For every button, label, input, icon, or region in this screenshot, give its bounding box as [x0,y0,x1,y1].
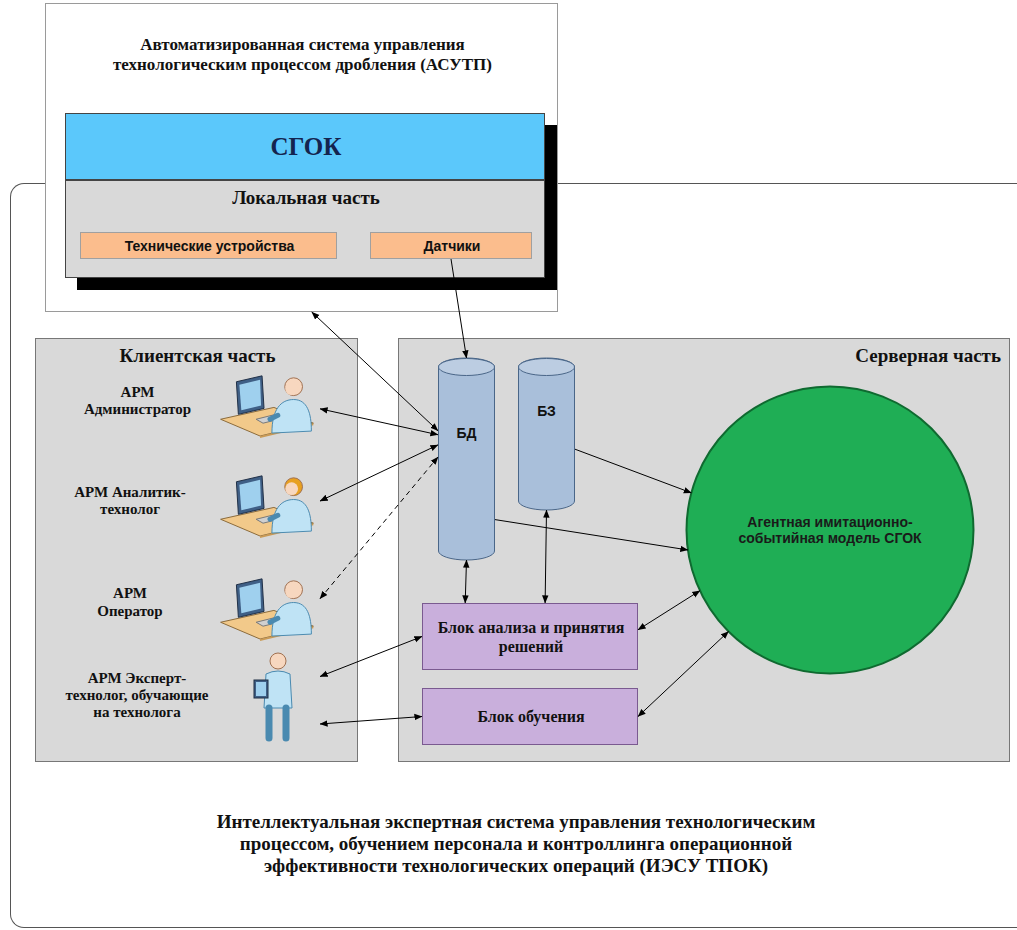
text-frame: Автоматизированная система управления те… [106,10,499,100]
person-legs [269,708,286,738]
text-frame: Агентная имитационно-событийная модель С… [730,480,930,580]
standing-person-icon [250,650,308,742]
text-frame: БД [438,418,495,448]
connector-arrow [575,449,691,493]
local-part-label: Локальная часть [232,187,380,209]
text-frame: АРМ Аналитик-технолог [55,462,205,540]
process-label: Блок анализа и принятия решений [433,619,629,656]
connector-arrow [495,520,688,550]
person-face [285,585,298,598]
text-frame: АРМ Эксперт-технолог, обучающие на техно… [57,648,217,743]
system-label: СГОК [271,133,342,162]
monitor-screen [239,480,261,511]
monitor-screen [239,583,261,614]
device-box: Технические устройства [80,232,337,259]
monitor [236,376,264,414]
connector-arrow [638,631,729,716]
monitor-screen [239,380,261,411]
database-label: БД [456,425,476,441]
process-label: Блок обучения [477,708,584,726]
workstation-node: АРМ Администратор [45,362,320,440]
person-head [285,478,303,496]
connector-arrow [320,409,438,435]
client-part-panel: АРМ АдминистраторАРМ Аналитик-технологАР… [35,338,358,762]
workstation-icon [215,364,317,438]
model-disc [687,387,974,674]
text-frame: СГОК [66,114,546,181]
person-face [285,382,298,395]
tablet [254,680,268,698]
cylinder-top [439,359,495,376]
workstation-icon [215,567,317,641]
sensor-label: Датчики [424,238,481,254]
local-part-panel: Технические устройства Датчики Локальная ч… [65,180,545,278]
text-frame: Локальная часть [66,183,546,213]
text-frame: Интеллектуальная экспертная система упра… [181,784,851,904]
system-band: СГОК [65,113,545,180]
connector-arrow [312,312,438,431]
workstation-node: АРМ Аналитик-технолог [45,462,320,540]
workstation-label: АРМ Оператор [94,585,166,620]
cylinder-body [439,358,495,560]
knowledge-base-label: БЗ [537,403,556,419]
person-arm [270,618,278,622]
cylinder-top [519,359,575,376]
person-head [285,581,303,599]
text-frame: Серверная часть [699,341,1005,371]
text-frame: АРМ Администратор [75,362,200,440]
connector-arrow [545,510,546,603]
server-part-label: Серверная часть [855,345,1001,367]
system-box: СГОК Технические устройства Датчики Локальн… [45,3,558,312]
server-part-panel: БД БЗ Агентная имитационно-событийная моде… [398,338,1010,762]
knowledge-base-cylinder: БЗ [518,358,575,510]
cylinder-body [519,358,575,510]
cylinder-outline [438,358,495,560]
workstation-node: АРМ Эксперт-технолог, обучающие на техно… [45,648,320,743]
connector-arrow [320,457,438,599]
text-frame: Блок анализа и принятия решений [429,604,633,671]
workstation-label: АРМ Эксперт-технолог, обучающие на техно… [61,670,213,722]
expert-system-label: Интеллектуальная экспертная система упра… [185,811,847,877]
person-arm [270,515,278,519]
connector-arrow [638,591,700,630]
person-face [285,482,298,495]
workstation-label: АРМ Администратор [79,384,196,419]
text-frame: Клиентская часть [36,341,359,371]
text-frame: Блок обучения [423,689,639,746]
person-head [270,653,286,669]
workstation-icon [215,464,317,538]
device-label: Технические устройства [125,238,295,254]
system-label: Автоматизированная система управления те… [110,35,495,74]
person-arm [270,415,278,419]
connector-arrow [465,560,466,603]
connector-arrow [320,717,422,725]
person-head [285,378,303,396]
connector-arrow [320,445,438,501]
process-box: Блок анализа и принятия решений [422,603,638,670]
monitor [236,579,264,617]
text-frame: АРМ Оператор [90,565,170,640]
text-frame: Технические устройства [81,233,338,260]
workstation-node: АРМ Оператор [45,565,320,640]
process-box: Блок обучения [422,688,638,745]
model-label: Агентная имитационно-событийная модель С… [734,514,926,546]
workstation-label: АРМ Аналитик-технолог [59,484,201,519]
tablet-screen [256,682,266,696]
sensor-box: Датчики [370,232,532,259]
monitor [236,476,264,514]
cylinder-outline [518,358,575,510]
connector-arrow [320,637,422,677]
client-part-label: Клиентская часть [120,345,276,367]
database-cylinder: БД [438,358,495,560]
text-frame: БЗ [518,396,575,426]
text-frame: Датчики [371,233,533,260]
